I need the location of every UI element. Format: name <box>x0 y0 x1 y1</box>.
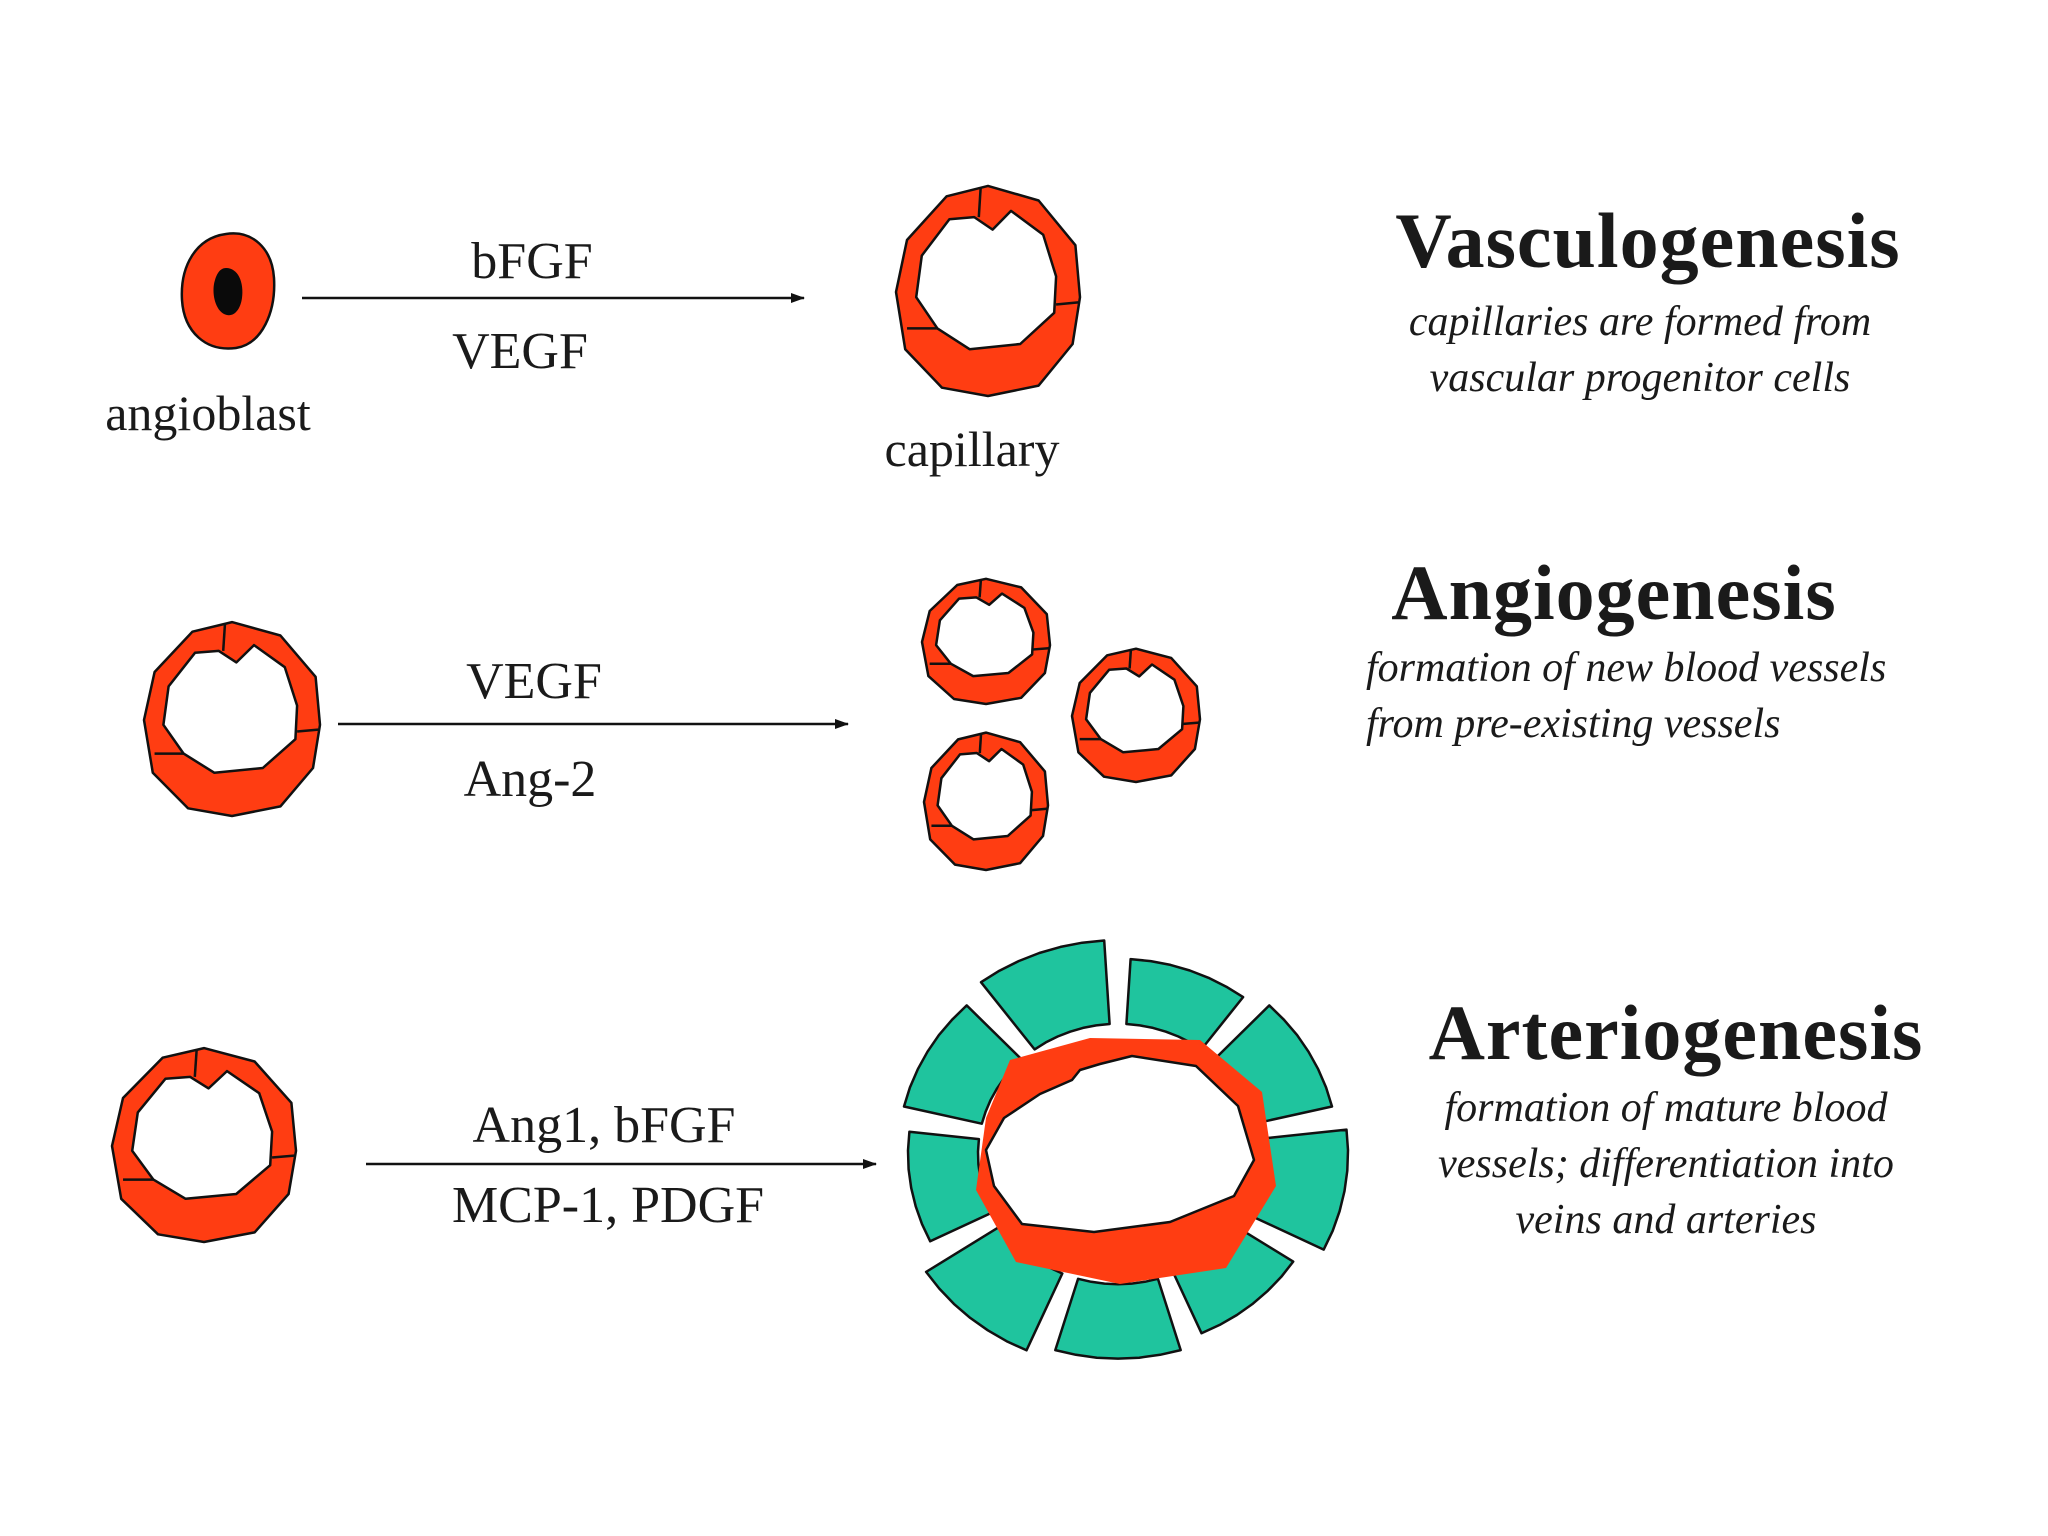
cell-junction <box>297 728 319 733</box>
angiogenesis-description: formation of new blood vessels from pre-… <box>1366 640 1886 752</box>
cell-junction <box>221 623 227 651</box>
vessel-lumen <box>934 592 1035 678</box>
angioblast-label: angioblast <box>105 385 311 441</box>
vessel-lumen <box>914 209 1058 351</box>
cell-junction <box>1183 721 1199 726</box>
capillary-vessel <box>894 184 1082 398</box>
cell-junction <box>977 187 982 218</box>
artery-lumen <box>984 1054 1256 1234</box>
vasculogenesis-factor-top: bFGF <box>471 233 593 290</box>
cell-junction <box>1055 301 1079 306</box>
smooth-muscle-cell <box>1125 957 1245 1051</box>
sprouting-vessel <box>922 731 1050 872</box>
cell-junction <box>1033 646 1049 651</box>
smooth-muscle-cell <box>1054 1277 1182 1360</box>
arteriogenesis-factor-bottom: MCP-1, PDGF <box>451 1177 765 1234</box>
arteriogenesis-description-line: vessels; differentiation into <box>1438 1141 1894 1187</box>
angiogenesis-factor-top: VEGF <box>466 653 602 710</box>
vasculogenesis-description-line: capillaries are formed from <box>1408 299 1872 345</box>
cell-junction <box>978 579 983 598</box>
angiogenesis-title: Angiogenesis <box>1391 549 1837 636</box>
angiogenesis-factor-bottom: Ang-2 <box>463 751 597 808</box>
angioblast-cell <box>180 232 276 350</box>
angiogenesis-description-line: from pre-existing vessels <box>1366 701 1781 747</box>
cell-junction <box>193 1049 198 1077</box>
angiogenesis-description-line: formation of new blood vessels <box>1366 645 1887 691</box>
angioblast-nucleus <box>213 268 243 316</box>
vessel-lumen <box>1084 663 1185 754</box>
parent-vessel <box>142 620 322 818</box>
arteriogenesis-factor-top: Ang1, bFGF <box>472 1097 736 1154</box>
arteriogenesis-description-line: formation of mature blood <box>1444 1085 1888 1131</box>
cell-junction <box>978 733 983 754</box>
cell-junction <box>1031 807 1047 812</box>
smooth-muscle-cell <box>979 939 1111 1051</box>
small-vessel <box>110 1046 298 1244</box>
sprouting-vessel <box>1070 647 1202 784</box>
vasculogenesis-description: capillaries are formed from vascular pro… <box>1409 294 1871 406</box>
arteriogenesis-title: Arteriogenesis <box>1428 989 1924 1076</box>
sprouting-vessel <box>920 577 1052 706</box>
cell-junction <box>1128 649 1133 669</box>
vessel-lumen <box>936 747 1034 841</box>
arteriogenesis-description: formation of mature blood vessels; diffe… <box>1438 1080 1894 1248</box>
vessel-lumen <box>130 1069 274 1201</box>
vasculogenesis-title: Vasculogenesis <box>1395 197 1901 284</box>
cell-junction <box>271 1154 295 1159</box>
vasculogenesis-description-line: vascular progenitor cells <box>1429 355 1851 401</box>
mature-artery <box>902 939 1350 1360</box>
capillary-label: capillary <box>884 421 1060 477</box>
vasculogenesis-factor-bottom: VEGF <box>452 323 588 380</box>
vessel-lumen <box>162 643 299 775</box>
arteriogenesis-description-line: veins and arteries <box>1515 1197 1817 1243</box>
